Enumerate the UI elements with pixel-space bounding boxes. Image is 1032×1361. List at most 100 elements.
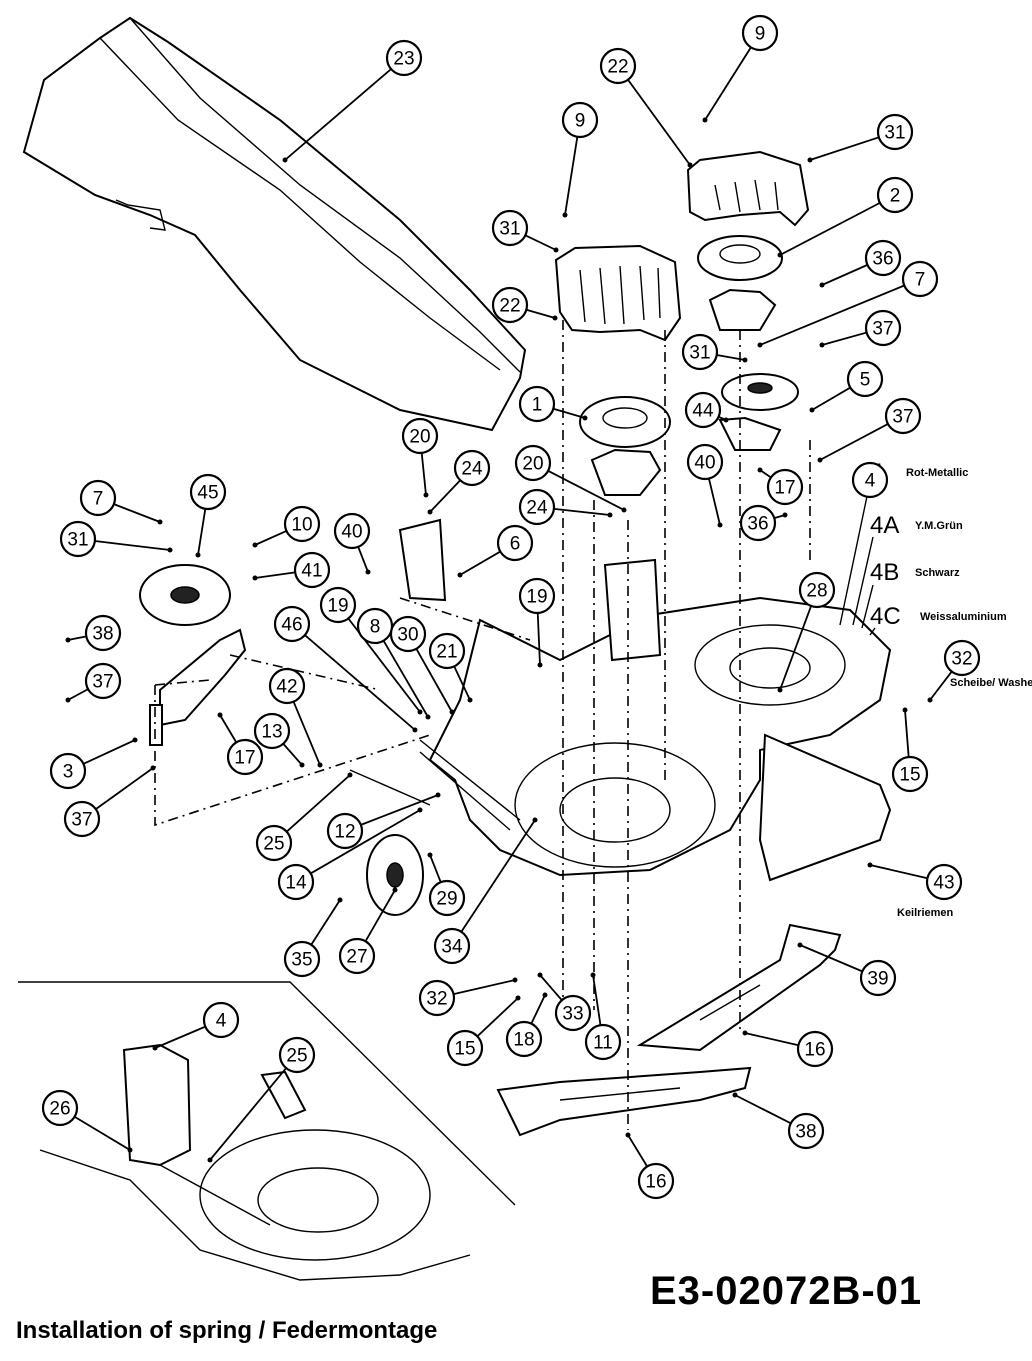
- callout-leader: [292, 701, 321, 766]
- callout-leader: [154, 1025, 206, 1049]
- callout-arrowhead: [590, 972, 596, 978]
- callout-leader: [284, 68, 392, 161]
- callout-bubble: [277, 863, 315, 901]
- callout-number: 46: [281, 615, 302, 636]
- part-callout-46: 46: [273, 605, 311, 643]
- part-callout-9: 9: [561, 101, 599, 139]
- callout-number: 23: [393, 49, 414, 70]
- callout-number: 8: [370, 617, 381, 638]
- callout-bubble: [518, 577, 556, 615]
- callout-arrowhead: [625, 1132, 631, 1138]
- idler-arm-pulley-45: [139, 564, 247, 746]
- callout-number: 14: [285, 873, 307, 894]
- variant-list: 4 Rot-Metallic 4A Y.M.Grün 4B Schwarz 4C…: [839, 459, 1007, 636]
- callout-leader: [310, 899, 341, 946]
- callout-number: 38: [795, 1122, 816, 1143]
- washer-note: Scheibe/ Washer: [950, 677, 1032, 689]
- callout-number: 6: [510, 534, 521, 555]
- callout-number: 43: [933, 873, 954, 894]
- callout-number: 40: [341, 522, 362, 543]
- part-callout-13: 13: [253, 712, 291, 750]
- blade-39: [636, 923, 842, 1052]
- callout-leader: [821, 331, 867, 346]
- part-callout-17: 17: [226, 738, 264, 776]
- callout-leader: [357, 546, 369, 573]
- callout-number: 19: [526, 587, 547, 608]
- callout-arrowhead: [127, 1147, 133, 1153]
- part-callout-16: 16: [637, 1162, 675, 1200]
- callout-bubble: [433, 927, 471, 965]
- callout-arrowhead: [742, 1030, 748, 1036]
- callout-leader: [744, 1032, 799, 1047]
- callout-leader: [254, 571, 296, 579]
- callout-arrowhead: [417, 807, 423, 813]
- callout-leader: [95, 767, 154, 810]
- callout-leader: [382, 640, 429, 718]
- callout-arrowhead: [902, 707, 908, 713]
- callout-leader: [459, 550, 501, 576]
- callout-number: 37: [92, 672, 113, 693]
- callout-leader: [929, 670, 953, 701]
- callout-number: 20: [409, 427, 430, 448]
- callout-bubble: [514, 444, 552, 482]
- callout-bubble: [453, 449, 491, 487]
- callout-arrowhead: [365, 569, 371, 575]
- part-callout-20: 20: [401, 417, 439, 455]
- callout-leader: [759, 284, 905, 346]
- callout-arrowhead: [252, 575, 258, 581]
- callout-bubble: [491, 209, 529, 247]
- callout-bubble: [864, 239, 902, 277]
- part-callout-31: 31: [491, 209, 529, 247]
- callout-bubble: [283, 940, 321, 978]
- part-callout-18: 18: [505, 1020, 543, 1058]
- callout-arrowhead: [537, 972, 543, 978]
- callout-leader: [536, 612, 541, 666]
- callout-number: 34: [441, 937, 463, 958]
- callout-arrowhead: [742, 357, 748, 363]
- callout-leader: [254, 530, 287, 546]
- part-callout-37: 37: [864, 309, 902, 347]
- callout-number: 32: [426, 989, 447, 1010]
- callout-leader: [74, 1115, 131, 1151]
- callout-arrowhead: [435, 792, 441, 798]
- callout-arrowhead: [542, 992, 548, 998]
- callout-number: 13: [261, 722, 282, 743]
- callout-arrowhead: [282, 157, 288, 163]
- callout-number: 26: [49, 1099, 70, 1120]
- callout-bubble: [491, 286, 529, 324]
- pulley-cover-left-22: [554, 244, 682, 342]
- callout-number: 37: [71, 810, 92, 831]
- part-callout-11: 11: [584, 1023, 622, 1061]
- callout-arrowhead: [347, 772, 353, 778]
- callout-number: 36: [747, 514, 768, 535]
- part-callout-41: 41: [293, 551, 331, 589]
- callout-leader: [779, 605, 812, 691]
- part-callout-27: 27: [338, 937, 376, 975]
- callout-arrowhead: [427, 852, 433, 858]
- callout-bubble: [599, 47, 637, 85]
- callout-bubble: [943, 639, 981, 677]
- callout-arrowhead: [150, 765, 156, 771]
- callout-arrowhead: [195, 552, 201, 558]
- callout-leader: [799, 944, 863, 973]
- callout-bubble: [278, 1036, 316, 1074]
- callout-arrowhead: [537, 662, 543, 668]
- callout-bubble: [518, 488, 556, 526]
- part-callout-14: 14: [277, 863, 315, 901]
- part-callout-7: 7: [901, 260, 939, 298]
- callout-arrowhead: [207, 1157, 213, 1163]
- callout-leader: [94, 540, 171, 551]
- callout-bubble: [41, 1089, 79, 1127]
- callout-number: 4: [216, 1011, 227, 1032]
- callout-arrowhead: [65, 637, 71, 643]
- callout-bubble: [59, 520, 97, 558]
- callout-bubble: [293, 551, 331, 589]
- callout-leader: [627, 79, 691, 166]
- callout-leader: [83, 739, 136, 765]
- callout-number: 18: [513, 1030, 534, 1051]
- callout-number: 4: [865, 471, 876, 492]
- callout-bubble: [741, 14, 779, 52]
- part-callout-36: 36: [864, 239, 902, 277]
- callout-leader: [708, 478, 721, 526]
- callout-leader: [304, 634, 416, 731]
